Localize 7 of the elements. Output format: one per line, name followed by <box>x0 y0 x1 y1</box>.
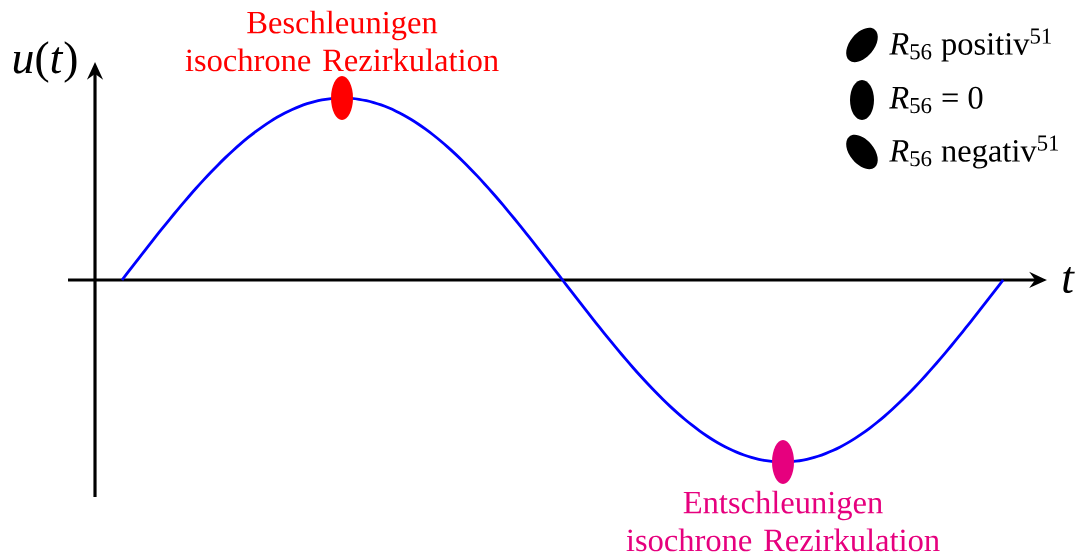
legend-label: R$_{56}$ = 0 <box>889 86 983 114</box>
marker-label: Entschleunigen isochrone Rezirkulation <box>626 490 940 552</box>
legend-label: R$_{56}$ negativ$^{51}$ <box>889 135 1059 169</box>
legend-label: R$_{56}$ positiv$^{51}$ <box>889 28 1051 62</box>
axis-label: t <box>1063 266 1075 294</box>
marker-label: Beschleunigen isochrone Rezirkulation <box>185 10 499 72</box>
axis-label: u(t) <box>13 41 77 83</box>
